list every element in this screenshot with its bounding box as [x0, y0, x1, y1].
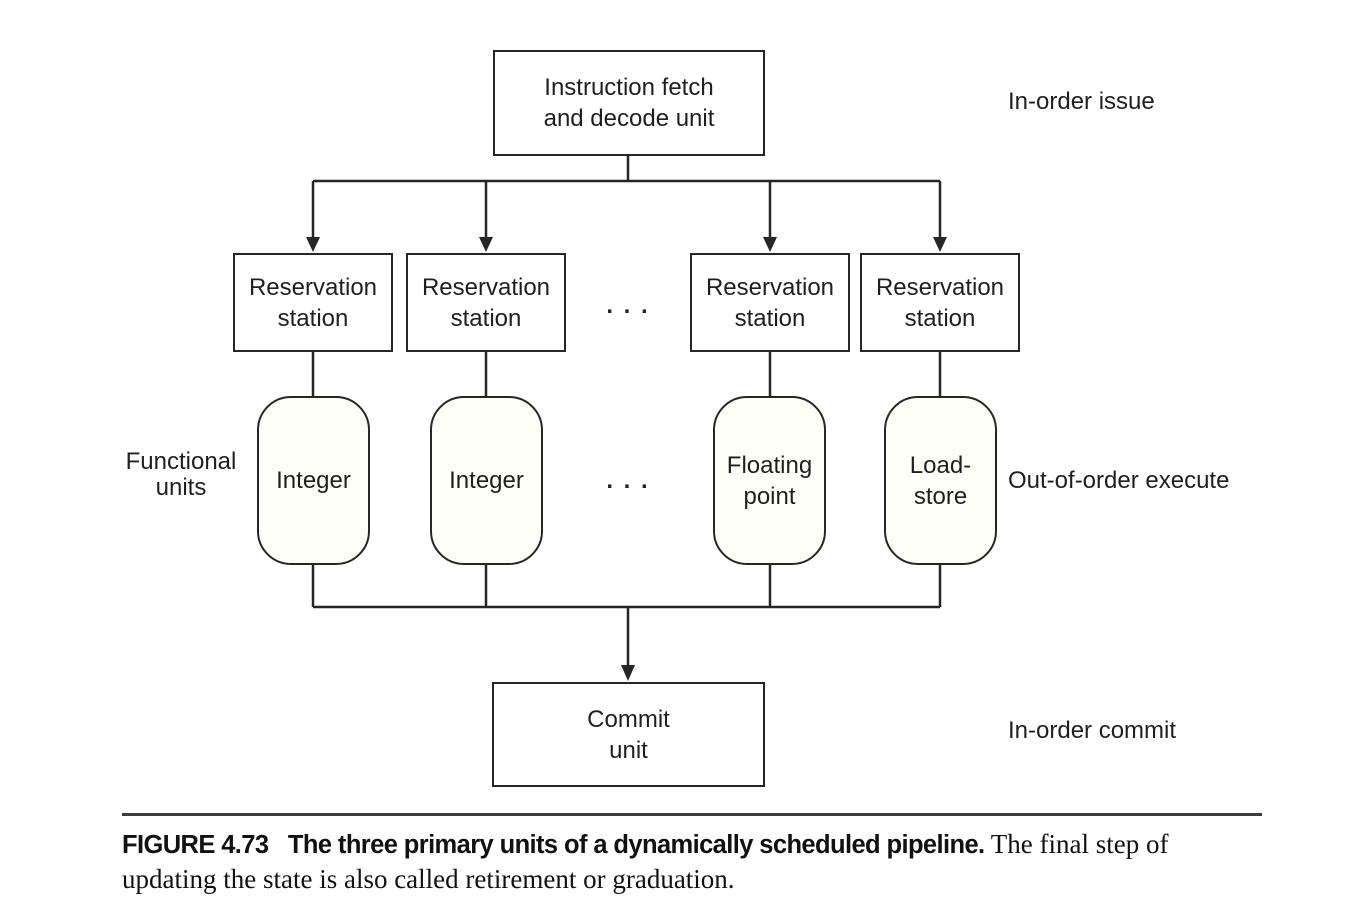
- functional-unit-load-store-box: Load- store: [884, 396, 997, 565]
- figure-caption: FIGURE 4.73 The three primary units of a…: [122, 829, 1282, 895]
- reservation-station-box-4: Reservation station: [860, 253, 1020, 352]
- issue-arrowhead-2: [479, 237, 493, 252]
- commit-unit-box: Commit unit: [492, 682, 765, 787]
- reservation-station-box-1: Reservation station: [233, 253, 393, 352]
- caption-body-line-1: The final step of: [984, 829, 1169, 859]
- caption-divider-rule: [122, 813, 1262, 816]
- instruction-fetch-decode-unit-box: Instruction fetch and decode unit: [493, 50, 765, 156]
- caption-line-1: FIGURE 4.73 The three primary units of a…: [122, 829, 1282, 860]
- functional-unit-ellipsis: . . .: [606, 467, 650, 494]
- reservation-station-box-3: Reservation station: [690, 253, 850, 352]
- commit-arrowhead: [621, 665, 635, 681]
- stage-label-out-of-order-execute: Out-of-order execute: [1008, 467, 1230, 494]
- stage-label-in-order-commit: In-order commit: [1008, 717, 1177, 744]
- functional-units-group-label: Functional units: [125, 448, 237, 501]
- caption-figure-title: FIGURE 4.73 The three primary units of a…: [122, 831, 985, 859]
- issue-arrowhead-4: [933, 237, 947, 252]
- functional-unit-integer-1-box: Integer: [257, 396, 370, 565]
- issue-arrowhead-3: [763, 237, 777, 252]
- stage-label-in-order-issue: In-order issue: [1008, 88, 1155, 115]
- issue-arrowhead-1: [306, 237, 320, 252]
- caption-body-line-2: updating the state is also called retire…: [122, 864, 735, 894]
- functional-unit-floating-point-box: Floating point: [713, 396, 826, 565]
- reservation-station-ellipsis: . . .: [606, 292, 650, 319]
- caption-line-2: updating the state is also called retire…: [122, 864, 1282, 895]
- reservation-station-box-2: Reservation station: [406, 253, 566, 352]
- functional-unit-integer-2-box: Integer: [430, 396, 543, 565]
